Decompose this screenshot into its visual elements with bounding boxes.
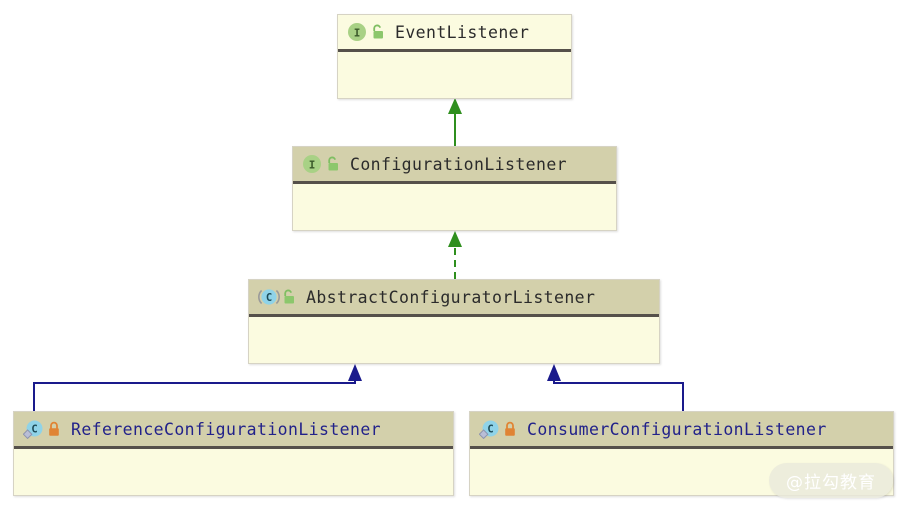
lock-open-icon <box>281 288 297 306</box>
class-node-members <box>249 317 659 361</box>
class-node-header: I ConfigurationListener <box>293 147 616 184</box>
svg-text:I: I <box>354 27 361 40</box>
class-name-label: AbstractConfiguratorListener <box>306 287 596 307</box>
svg-text:C: C <box>266 292 272 304</box>
class-name-label: ConfigurationListener <box>350 154 568 174</box>
edge-reference-to-abstract <box>33 364 362 411</box>
class-node-header: C ReferenceConfigurationListener <box>14 412 453 449</box>
class-icon: C <box>22 419 43 440</box>
class-node-header: I EventListener <box>338 15 571 52</box>
interface-icon: I <box>347 22 367 42</box>
class-node-header: C AbstractConfiguratorListener <box>249 280 659 317</box>
lock-closed-icon <box>46 420 62 438</box>
class-name-label: ConsumerConfigurationListener <box>527 419 827 439</box>
class-node-members <box>14 449 453 493</box>
class-node-configuration-listener[interactable]: I ConfigurationListener <box>292 146 617 231</box>
edge-abstract-to-config <box>448 231 462 279</box>
class-node-consumer-configuration-listener[interactable]: C ConsumerConfigurationListener <box>469 411 894 496</box>
lock-open-icon <box>325 155 341 173</box>
class-node-event-listener[interactable]: I EventListener <box>337 14 572 99</box>
svg-text:C: C <box>31 424 37 436</box>
class-name-label: ReferenceConfigurationListener <box>71 419 382 439</box>
lock-open-icon <box>370 23 386 41</box>
edge-config-to-event <box>448 98 462 146</box>
abstract-class-icon: C <box>258 287 280 307</box>
svg-text:C: C <box>487 424 493 436</box>
class-node-header: C ConsumerConfigurationListener <box>470 412 893 449</box>
class-node-abstract-configurator-listener[interactable]: C AbstractConfiguratorListener <box>248 279 660 364</box>
class-icon: C <box>478 419 499 440</box>
class-name-label: EventListener <box>395 22 530 42</box>
class-node-members <box>293 184 616 228</box>
class-node-members <box>338 52 571 96</box>
lock-closed-icon <box>502 420 518 438</box>
svg-text:I: I <box>309 159 316 172</box>
class-node-reference-configuration-listener[interactable]: C ReferenceConfigurationListener <box>13 411 454 496</box>
edge-consumer-to-abstract <box>547 364 684 411</box>
interface-icon: I <box>302 154 322 174</box>
watermark-badge: @拉勾教育 <box>769 463 893 498</box>
